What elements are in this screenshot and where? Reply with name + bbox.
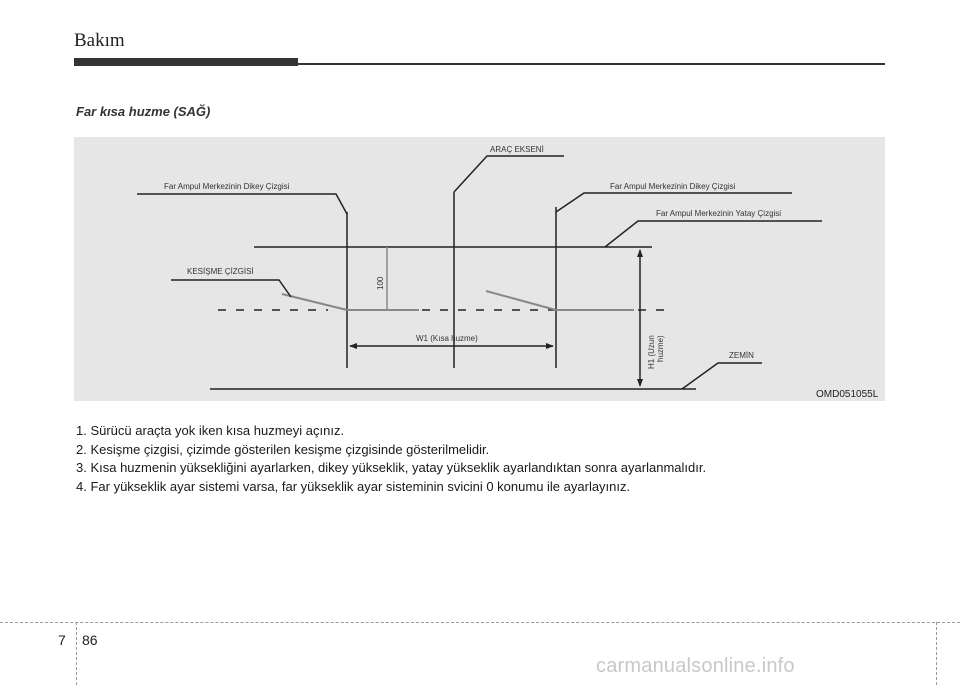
label-h1-line1: H1 (Uzun	[647, 335, 656, 369]
headlight-aiming-figure: 100 W1 (Kısa huzme) H1 (Uzun huzme) ARAÇ…	[74, 137, 885, 401]
label-cutoff: KESİŞME ÇİZGİSİ	[187, 267, 254, 276]
label-vertical-right: Far Ampul Merkezinin Dikey Çizgisi	[610, 182, 736, 191]
label-vehicle-axis: ARAÇ EKSENİ	[490, 145, 544, 154]
label-horizontal: Far Ampul Merkezinin Yatay Çizgisi	[656, 209, 781, 218]
leader-cutoff	[171, 279, 292, 298]
cutoff-line-left-sloped	[281, 293, 348, 311]
instruction-list: 1. Sürücü araçta yok iken kısa huzmeyi a…	[76, 422, 706, 496]
instruction-item: 2. Kesişme çizgisi, çizimde gösterilen k…	[76, 441, 490, 457]
leader-ground	[681, 362, 762, 390]
section-title: Far kısa huzme (SAĞ)	[76, 104, 211, 119]
label-ground: ZEMİN	[729, 351, 754, 360]
aiming-diagram: 100 W1 (Kısa huzme) H1 (Uzun huzme) ARAÇ…	[137, 145, 879, 400]
h1-arrow-bottom	[637, 379, 643, 387]
h1-arrow-top	[637, 249, 643, 257]
header-rule-thin	[298, 63, 885, 65]
leader-vehicle-axis	[453, 155, 564, 193]
leader-vertical-left	[137, 193, 348, 215]
footer-vertical-divider	[76, 622, 77, 685]
page-number: 86	[82, 632, 98, 648]
leader-horizontal	[604, 220, 822, 248]
leader-vertical-right	[555, 192, 792, 213]
figure-code: OMD051055L	[816, 389, 879, 400]
label-w1: W1 (Kısa huzme)	[416, 334, 478, 343]
instruction-item: 4. Far yükseklik ayar sistemi varsa, far…	[76, 478, 631, 494]
chapter-number: 7	[58, 632, 66, 648]
instruction-item: 1. Sürücü araçta yok iken kısa huzmeyi a…	[76, 423, 345, 438]
footer-vertical-divider-right	[936, 622, 937, 685]
label-vertical-left: Far Ampul Merkezinin Dikey Çizgisi	[164, 182, 290, 191]
w1-arrow-right	[546, 343, 554, 349]
w1-arrow-left	[349, 343, 357, 349]
instruction-item: 3. Kısa huzmenin yüksekliğini ayarlarken…	[76, 460, 707, 475]
label-h1-line2: huzme)	[656, 335, 665, 362]
watermark: carmanualsonline.info	[596, 655, 795, 677]
label-100: 100	[376, 276, 385, 290]
chapter-title: Bakım	[74, 30, 125, 51]
header-rule-thick	[74, 58, 298, 66]
cutoff-line-right-sloped	[485, 290, 557, 311]
footer-divider	[0, 622, 960, 623]
